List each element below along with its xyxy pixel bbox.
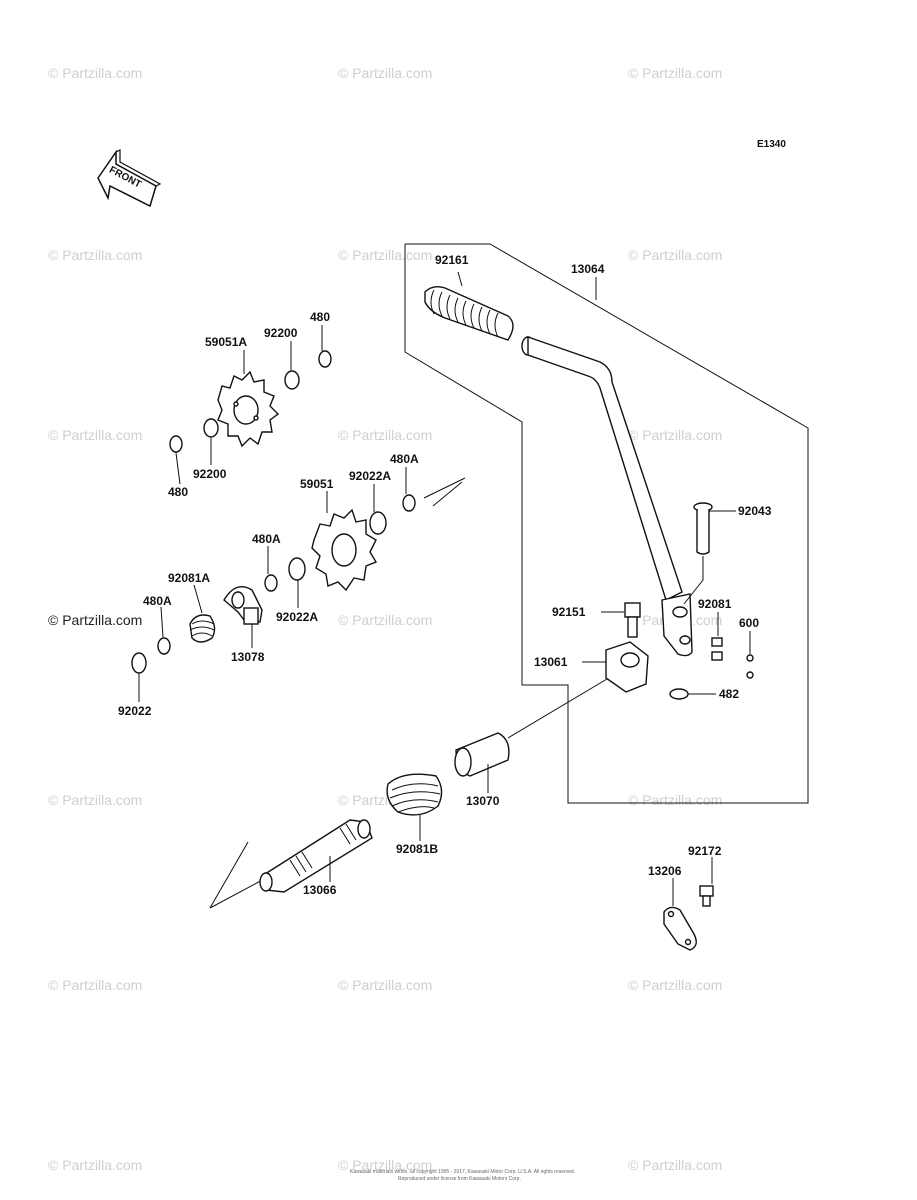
watermark: © Partzilla.com <box>48 612 142 628</box>
washer-92022 <box>131 652 147 674</box>
pinch-bolt <box>624 602 641 638</box>
label-92081b: 92081B <box>396 842 438 856</box>
stopper-plate <box>663 906 697 951</box>
kick-gear-59051a <box>217 370 280 448</box>
guide-line <box>209 876 269 909</box>
label-13066: 13066 <box>303 883 337 897</box>
detent-springs <box>711 637 723 661</box>
watermark: © Partzilla.com <box>628 792 722 808</box>
circlip-480 <box>169 435 183 453</box>
label-480: 480 <box>310 310 330 324</box>
watermark: © Partzilla.com <box>338 65 432 81</box>
kick-guide-sleeve <box>454 732 510 777</box>
label-92161: 92161 <box>435 253 469 267</box>
ratchet-13078 <box>223 586 263 625</box>
circlip-480a <box>157 637 171 655</box>
watermark: © Partzilla.com <box>48 65 142 81</box>
label-482: 482 <box>719 687 739 701</box>
diagram-code: E1340 <box>757 139 786 150</box>
steel-ball <box>746 654 754 662</box>
label-13206: 13206 <box>648 864 682 878</box>
label-480a: 480A <box>252 532 281 546</box>
label-480: 480 <box>168 485 188 499</box>
label-13064: 13064 <box>571 262 605 276</box>
label-92172: 92172 <box>688 844 722 858</box>
watermark-layer: © Partzilla.com © Partzilla.com © Partzi… <box>48 65 722 1173</box>
washer-92022a <box>288 557 306 581</box>
part-labels: 92161 13064 480 92200 59051A 480 92200 4… <box>118 253 772 897</box>
watermark: © Partzilla.com <box>338 247 432 263</box>
watermark: © Partzilla.com <box>628 247 722 263</box>
leader-lines <box>138 271 751 906</box>
kick-pedal-rubber <box>424 285 514 341</box>
watermark: © Partzilla.com <box>48 977 142 993</box>
circlip <box>669 688 689 700</box>
assembly-outline <box>404 243 809 804</box>
washer-92200 <box>284 370 300 390</box>
pedal-pin <box>693 502 713 555</box>
label-92022a: 92022A <box>349 469 391 483</box>
watermark: © Partzilla.com <box>48 792 142 808</box>
watermark: © Partzilla.com <box>48 1157 142 1173</box>
guide-line <box>209 841 249 909</box>
label-480a: 480A <box>143 594 172 608</box>
watermark: © Partzilla.com <box>48 247 142 263</box>
circlip-480a <box>264 574 278 592</box>
guide-line <box>423 477 466 499</box>
washer-92022a <box>369 511 387 535</box>
watermark: © Partzilla.com <box>338 612 432 628</box>
watermark: © Partzilla.com <box>338 427 432 443</box>
circlip-480 <box>318 350 332 368</box>
label-59051a: 59051A <box>205 335 247 349</box>
label-13070: 13070 <box>466 794 500 808</box>
label-13061: 13061 <box>534 655 568 669</box>
label-92043: 92043 <box>738 504 772 518</box>
washers <box>131 350 416 674</box>
guide-line <box>432 481 463 507</box>
kick-gear-59051 <box>311 508 378 592</box>
label-92081: 92081 <box>698 597 732 611</box>
circlip-480a <box>402 494 416 512</box>
stopper-bolt <box>699 885 714 907</box>
label-92081a: 92081A <box>168 571 210 585</box>
watermark: © Partzilla.com <box>628 977 722 993</box>
label-92200: 92200 <box>264 326 298 340</box>
label-13078: 13078 <box>231 650 265 664</box>
washer-92200 <box>203 418 219 438</box>
label-59051: 59051 <box>300 477 334 491</box>
watermark: © Partzilla.com <box>628 65 722 81</box>
kick-return-spring <box>386 773 443 816</box>
copyright-line: Reproduced under license from Kawasaki M… <box>398 1176 521 1182</box>
label-92151: 92151 <box>552 605 586 619</box>
watermark: © Partzilla.com <box>338 977 432 993</box>
label-92022: 92022 <box>118 704 152 718</box>
ratchet-spring <box>189 614 216 643</box>
label-92022a: 92022A <box>276 610 318 624</box>
watermark: © Partzilla.com <box>628 1157 722 1173</box>
label-480a: 480A <box>390 452 419 466</box>
watermark: © Partzilla.com <box>338 1157 432 1173</box>
kick-pedal-arm <box>521 336 693 657</box>
steel-ball <box>746 671 754 679</box>
pedal-boss <box>605 641 649 693</box>
watermark: © Partzilla.com <box>48 427 142 443</box>
label-600: 600 <box>739 616 759 630</box>
front-arrow-icon: FRONT <box>97 149 162 208</box>
watermark: © Partzilla.com <box>628 427 722 443</box>
label-92200: 92200 <box>193 467 227 481</box>
guide-line <box>507 675 613 739</box>
copyright-line: Kawasaki materials within, all copyright… <box>350 1169 575 1175</box>
kickstarter-shaft <box>259 819 373 893</box>
guide-line <box>683 556 704 605</box>
